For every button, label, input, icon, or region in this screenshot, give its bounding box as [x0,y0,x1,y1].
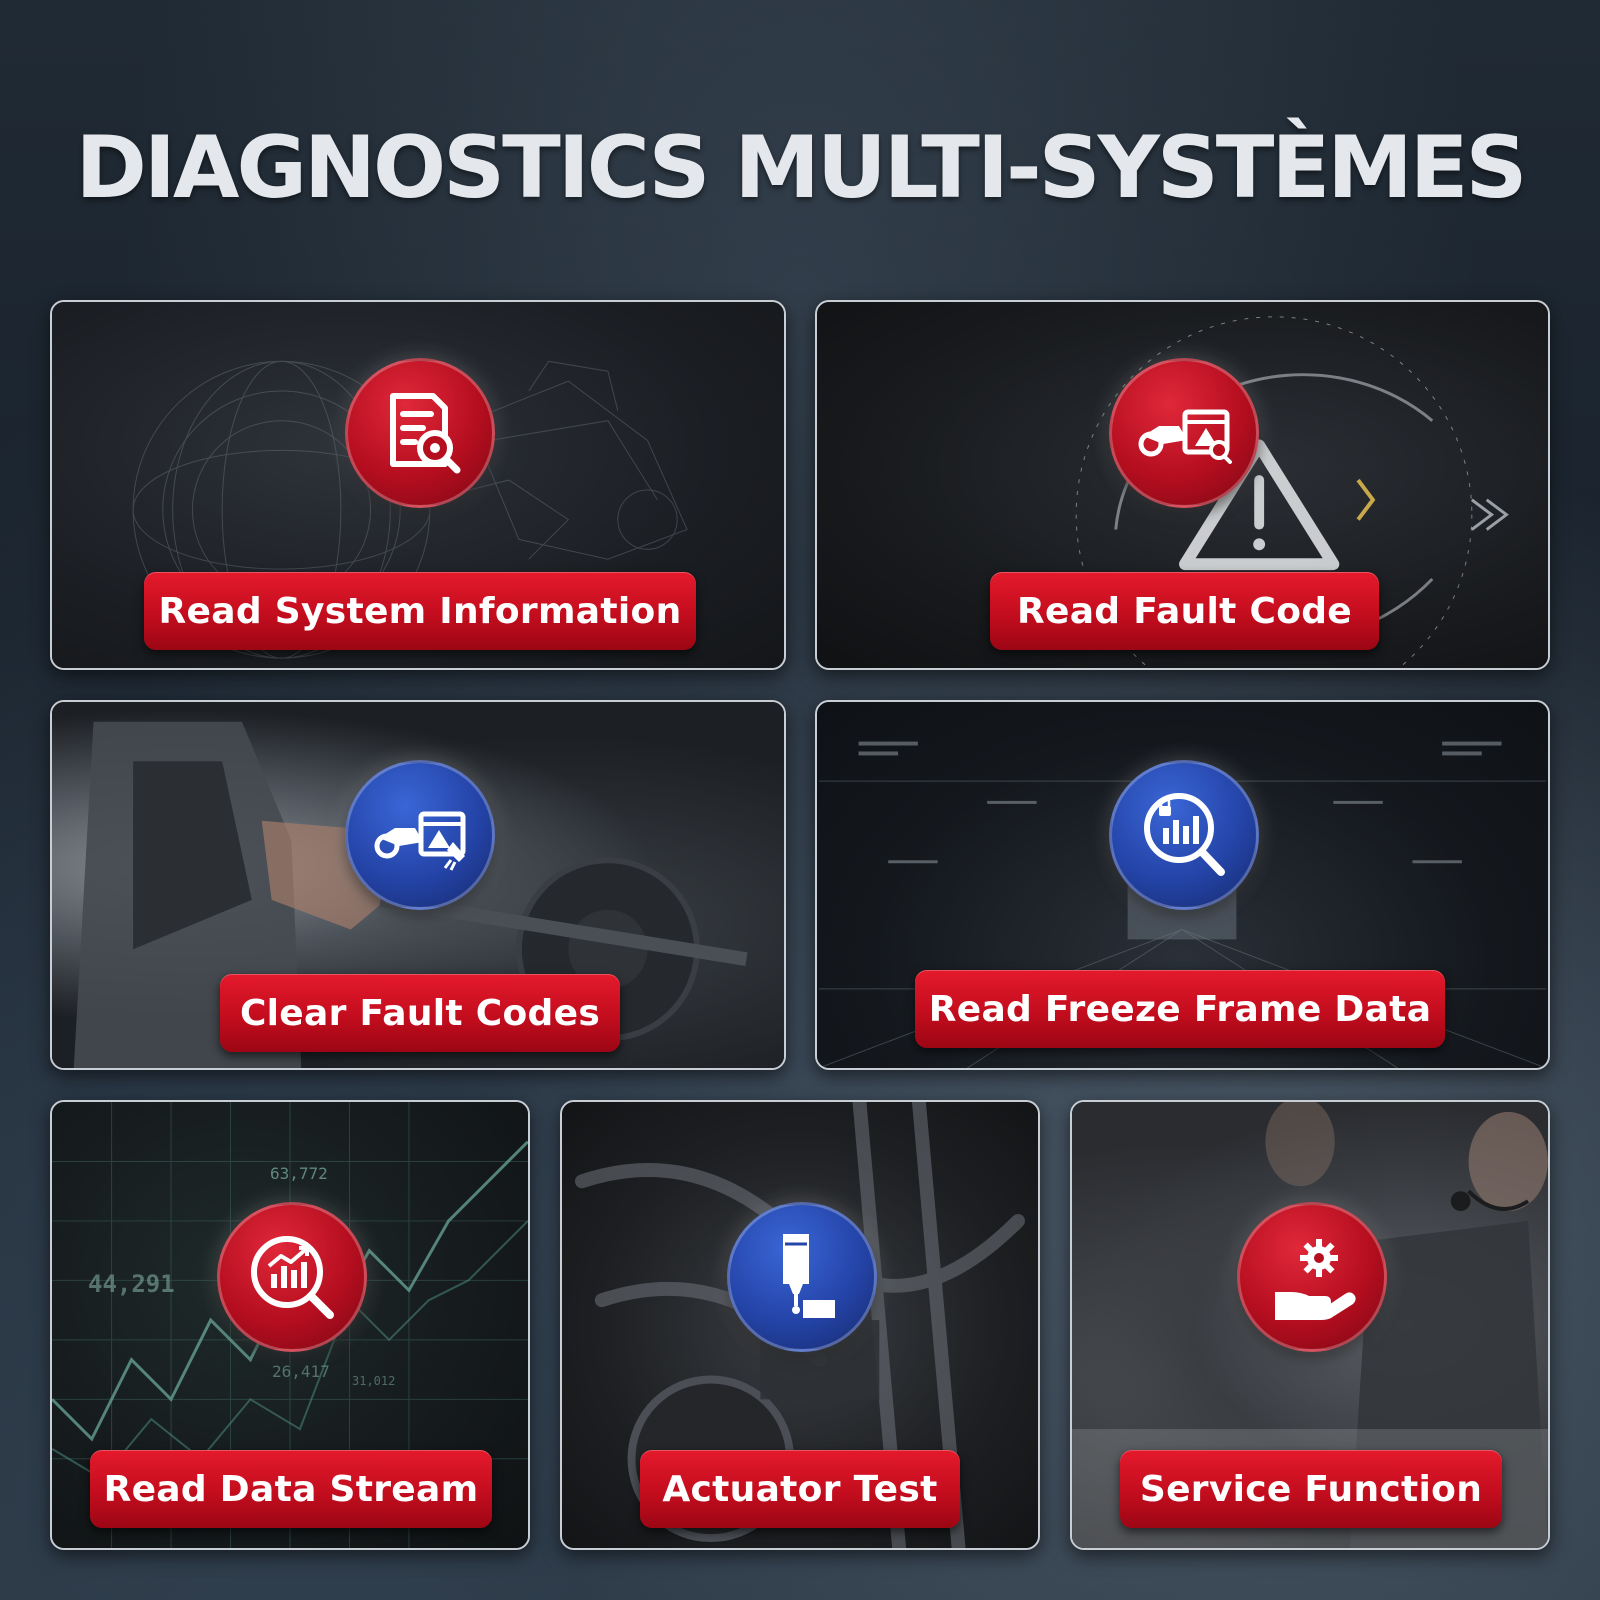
actuator-test-button[interactable]: Actuator Test [640,1450,960,1528]
chart-search-icon [217,1202,367,1352]
data-stream-value: 44,291 [88,1270,175,1298]
card-clear-fault-codes[interactable]: Clear Fault Codes [50,700,786,1070]
motorcycle-warning-icon [1109,358,1259,508]
read-fault-code-button[interactable]: Read Fault Code [990,572,1379,650]
card-read-fault-code[interactable]: Read Fault Code [815,300,1550,670]
document-search-icon [345,358,495,508]
read-freeze-frame-data-button[interactable]: Read Freeze Frame Data [915,970,1445,1048]
clear-fault-codes-button[interactable]: Clear Fault Codes [220,974,620,1052]
card-read-data-stream[interactable]: 63,772 44,291 26,417 31,012 Read Data St… [50,1100,530,1550]
service-function-button[interactable]: Service Function [1120,1450,1502,1528]
data-stream-value: 31,012 [352,1374,396,1388]
actuator-icon [727,1202,877,1352]
chart-lock-search-icon [1109,760,1259,910]
data-stream-value: 63,772 [270,1164,328,1183]
card-read-system-information[interactable]: Read System Information [50,300,786,670]
wireframe-motorcycle-illustration [132,360,688,659]
hand-gear-icon [1237,1202,1387,1352]
motorcycle-clear-icon [345,760,495,910]
data-stream-value: 26,417 [272,1362,330,1381]
page-title: DIAGNOSTICS MULTI-SYSTÈMES [75,118,1528,218]
read-system-information-button[interactable]: Read System Information [144,572,696,650]
read-data-stream-button[interactable]: Read Data Stream [90,1450,492,1528]
card-read-freeze-frame-data[interactable]: Read Freeze Frame Data [815,700,1550,1070]
card-service-function[interactable]: Service Function [1070,1100,1550,1550]
card-actuator-test[interactable]: Actuator Test [560,1100,1040,1550]
